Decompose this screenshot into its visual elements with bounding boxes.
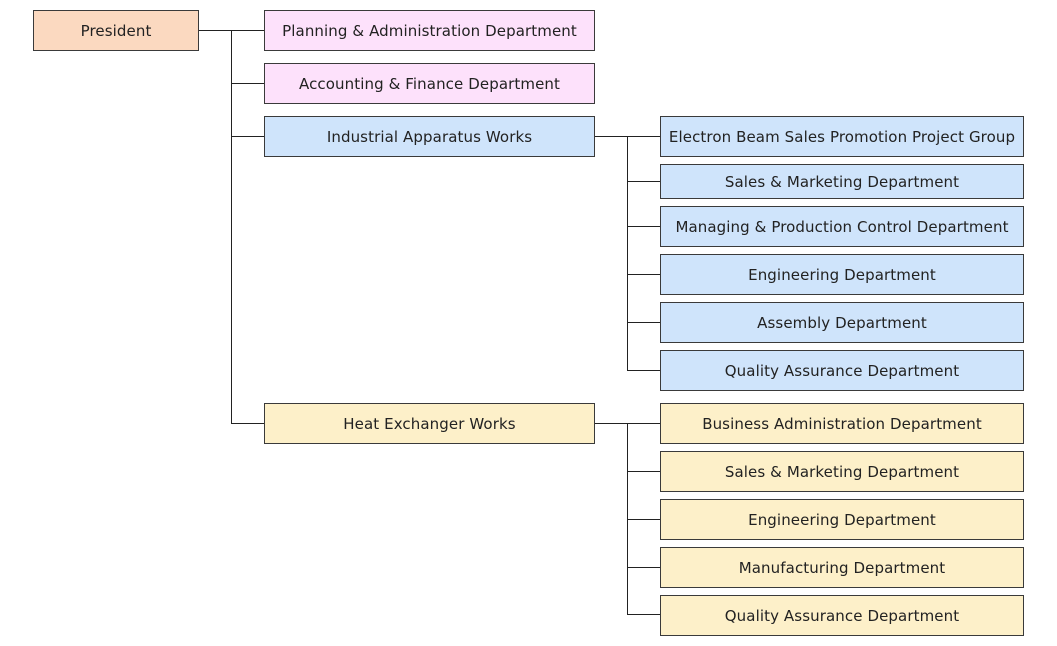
planning-administration-box: Planning & Administration Department <box>264 10 595 51</box>
heat-dept-label: Sales & Marketing Department <box>724 462 960 481</box>
connector-main-trunk <box>231 30 232 424</box>
heat-works-box: Heat Exchanger Works <box>264 403 595 444</box>
heat-works-label: Heat Exchanger Works <box>343 414 516 433</box>
connector-heat-dept-2 <box>627 471 661 472</box>
connector-ind-dept-2 <box>627 181 661 182</box>
accounting-finance-box: Accounting & Finance Department <box>264 63 595 104</box>
ind-dept-label: Electron Beam Sales Promotion Project Gr… <box>668 127 1016 146</box>
ind-dept-assembly-box: Assembly Department <box>660 302 1024 343</box>
connector-heat <box>231 423 265 424</box>
connector-ind-dept-4 <box>627 274 661 275</box>
heat-dept-label: Quality Assurance Department <box>724 606 960 625</box>
planning-administration-label: Planning & Administration Department <box>282 21 577 40</box>
ind-dept-label: Assembly Department <box>757 313 927 332</box>
heat-dept-sales-marketing-box: Sales & Marketing Department <box>660 451 1024 492</box>
connector-ind-dept-3 <box>627 226 661 227</box>
industrial-works-box: Industrial Apparatus Works <box>264 116 595 157</box>
accounting-finance-label: Accounting & Finance Department <box>298 74 560 93</box>
connector-ind-dept-6 <box>627 370 661 371</box>
connector-heat-dept-5 <box>627 614 661 615</box>
industrial-works-label: Industrial Apparatus Works <box>326 127 533 146</box>
ind-dept-label: Sales & Marketing Department <box>724 172 960 191</box>
heat-dept-label: Manufacturing Department <box>738 558 946 577</box>
connector-ind-dept-5 <box>627 322 661 323</box>
ind-dept-electron-beam-box: Electron Beam Sales Promotion Project Gr… <box>660 116 1024 157</box>
heat-dept-quality-assurance-box: Quality Assurance Department <box>660 595 1024 636</box>
connector-heat-dept-3 <box>627 519 661 520</box>
ind-dept-label: Managing & Production Control Department <box>675 217 1009 236</box>
connector-heat-dept-4 <box>627 567 661 568</box>
connector-president <box>198 30 232 31</box>
connector-industrial-trunk <box>627 136 628 371</box>
connector-industrial <box>231 136 265 137</box>
ind-dept-sales-marketing-box: Sales & Marketing Department <box>660 164 1024 199</box>
president-label: President <box>80 21 152 40</box>
heat-dept-engineering-box: Engineering Department <box>660 499 1024 540</box>
ind-dept-label: Engineering Department <box>748 265 936 284</box>
president-box: President <box>33 10 199 51</box>
connector-planning <box>231 30 265 31</box>
ind-dept-quality-assurance-box: Quality Assurance Department <box>660 350 1024 391</box>
heat-dept-label: Business Administration Department <box>702 414 982 433</box>
ind-dept-label: Quality Assurance Department <box>724 361 960 380</box>
ind-dept-engineering-box: Engineering Department <box>660 254 1024 295</box>
heat-dept-label: Engineering Department <box>748 510 936 529</box>
ind-dept-managing-production-box: Managing & Production Control Department <box>660 206 1024 247</box>
connector-accounting <box>231 83 265 84</box>
heat-dept-manufacturing-box: Manufacturing Department <box>660 547 1024 588</box>
heat-dept-business-administration-box: Business Administration Department <box>660 403 1024 444</box>
